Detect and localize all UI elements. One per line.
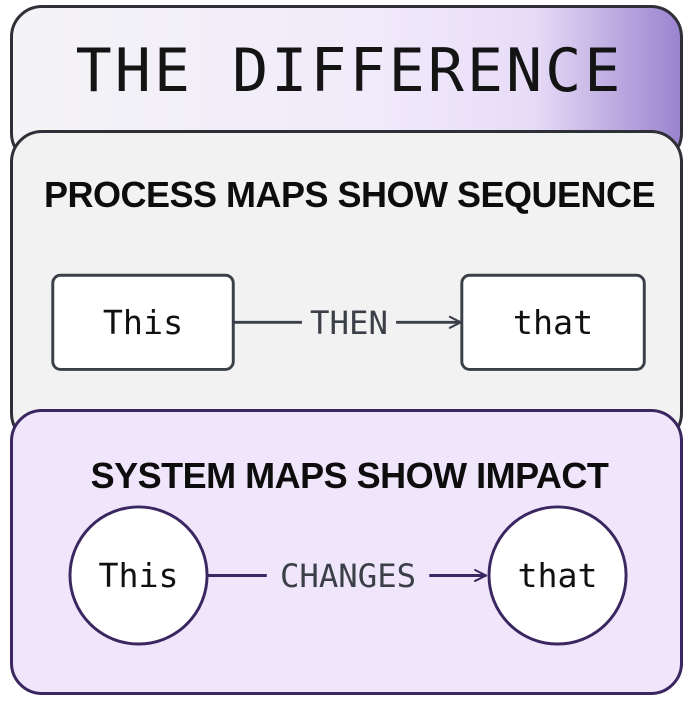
process-map-card: PROCESS MAPS SHOW SEQUENCE This THEN tha… — [10, 130, 683, 445]
process-from-node-label: This — [103, 303, 183, 342]
system-to-node-label: that — [517, 556, 597, 595]
process-relation-label: THEN — [310, 304, 388, 342]
process-to-node — [460, 273, 646, 371]
system-relation-label: CHANGES — [280, 557, 416, 595]
process-map-heading: PROCESS MAPS SHOW SEQUENCE — [43, 174, 656, 215]
process-diagram: This THEN that — [51, 273, 646, 371]
system-from-node-label: This — [98, 556, 178, 595]
system-diagram: This CHANGES that — [68, 505, 628, 646]
system-map-heading: SYSTEM MAPS SHOW IMPACT — [90, 455, 609, 496]
page-title: THE DIFFERENCE — [75, 36, 624, 106]
system-to-node — [487, 505, 628, 646]
system-map-card: SYSTEM MAPS SHOW IMPACT This CHANGES tha… — [10, 409, 683, 695]
process-to-node-label: that — [513, 303, 593, 342]
